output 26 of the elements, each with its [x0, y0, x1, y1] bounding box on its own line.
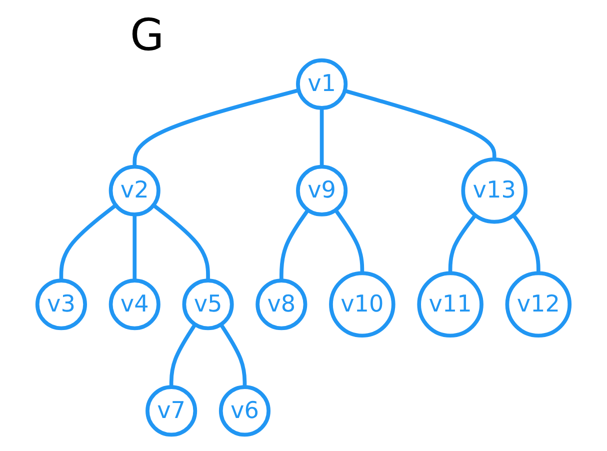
node-circle: v6 — [218, 385, 270, 437]
connector — [59, 204, 117, 281]
node-circle: v1 — [296, 58, 348, 110]
node-circle: v7 — [146, 385, 198, 437]
node-circle: v10 — [329, 271, 396, 338]
connector — [512, 214, 540, 274]
node-circle: v8 — [256, 278, 308, 330]
connector — [132, 88, 300, 167]
connector — [132, 214, 137, 281]
connector — [219, 323, 247, 388]
graph-title: G — [130, 10, 164, 61]
node-circle: v11 — [417, 271, 484, 338]
node-circle: v2 — [108, 164, 160, 216]
connector — [448, 214, 477, 274]
connector — [344, 88, 496, 160]
node-circle: v4 — [108, 278, 160, 330]
node-circle: v13 — [461, 157, 528, 224]
connector — [152, 204, 210, 281]
node-circle: v12 — [505, 271, 572, 338]
node-circle: v3 — [35, 278, 87, 330]
node-circle: v5 — [182, 278, 234, 330]
connector — [334, 208, 364, 274]
connector — [280, 208, 310, 281]
connector — [169, 323, 197, 388]
connector — [320, 108, 324, 167]
node-circle: v9 — [296, 164, 348, 216]
